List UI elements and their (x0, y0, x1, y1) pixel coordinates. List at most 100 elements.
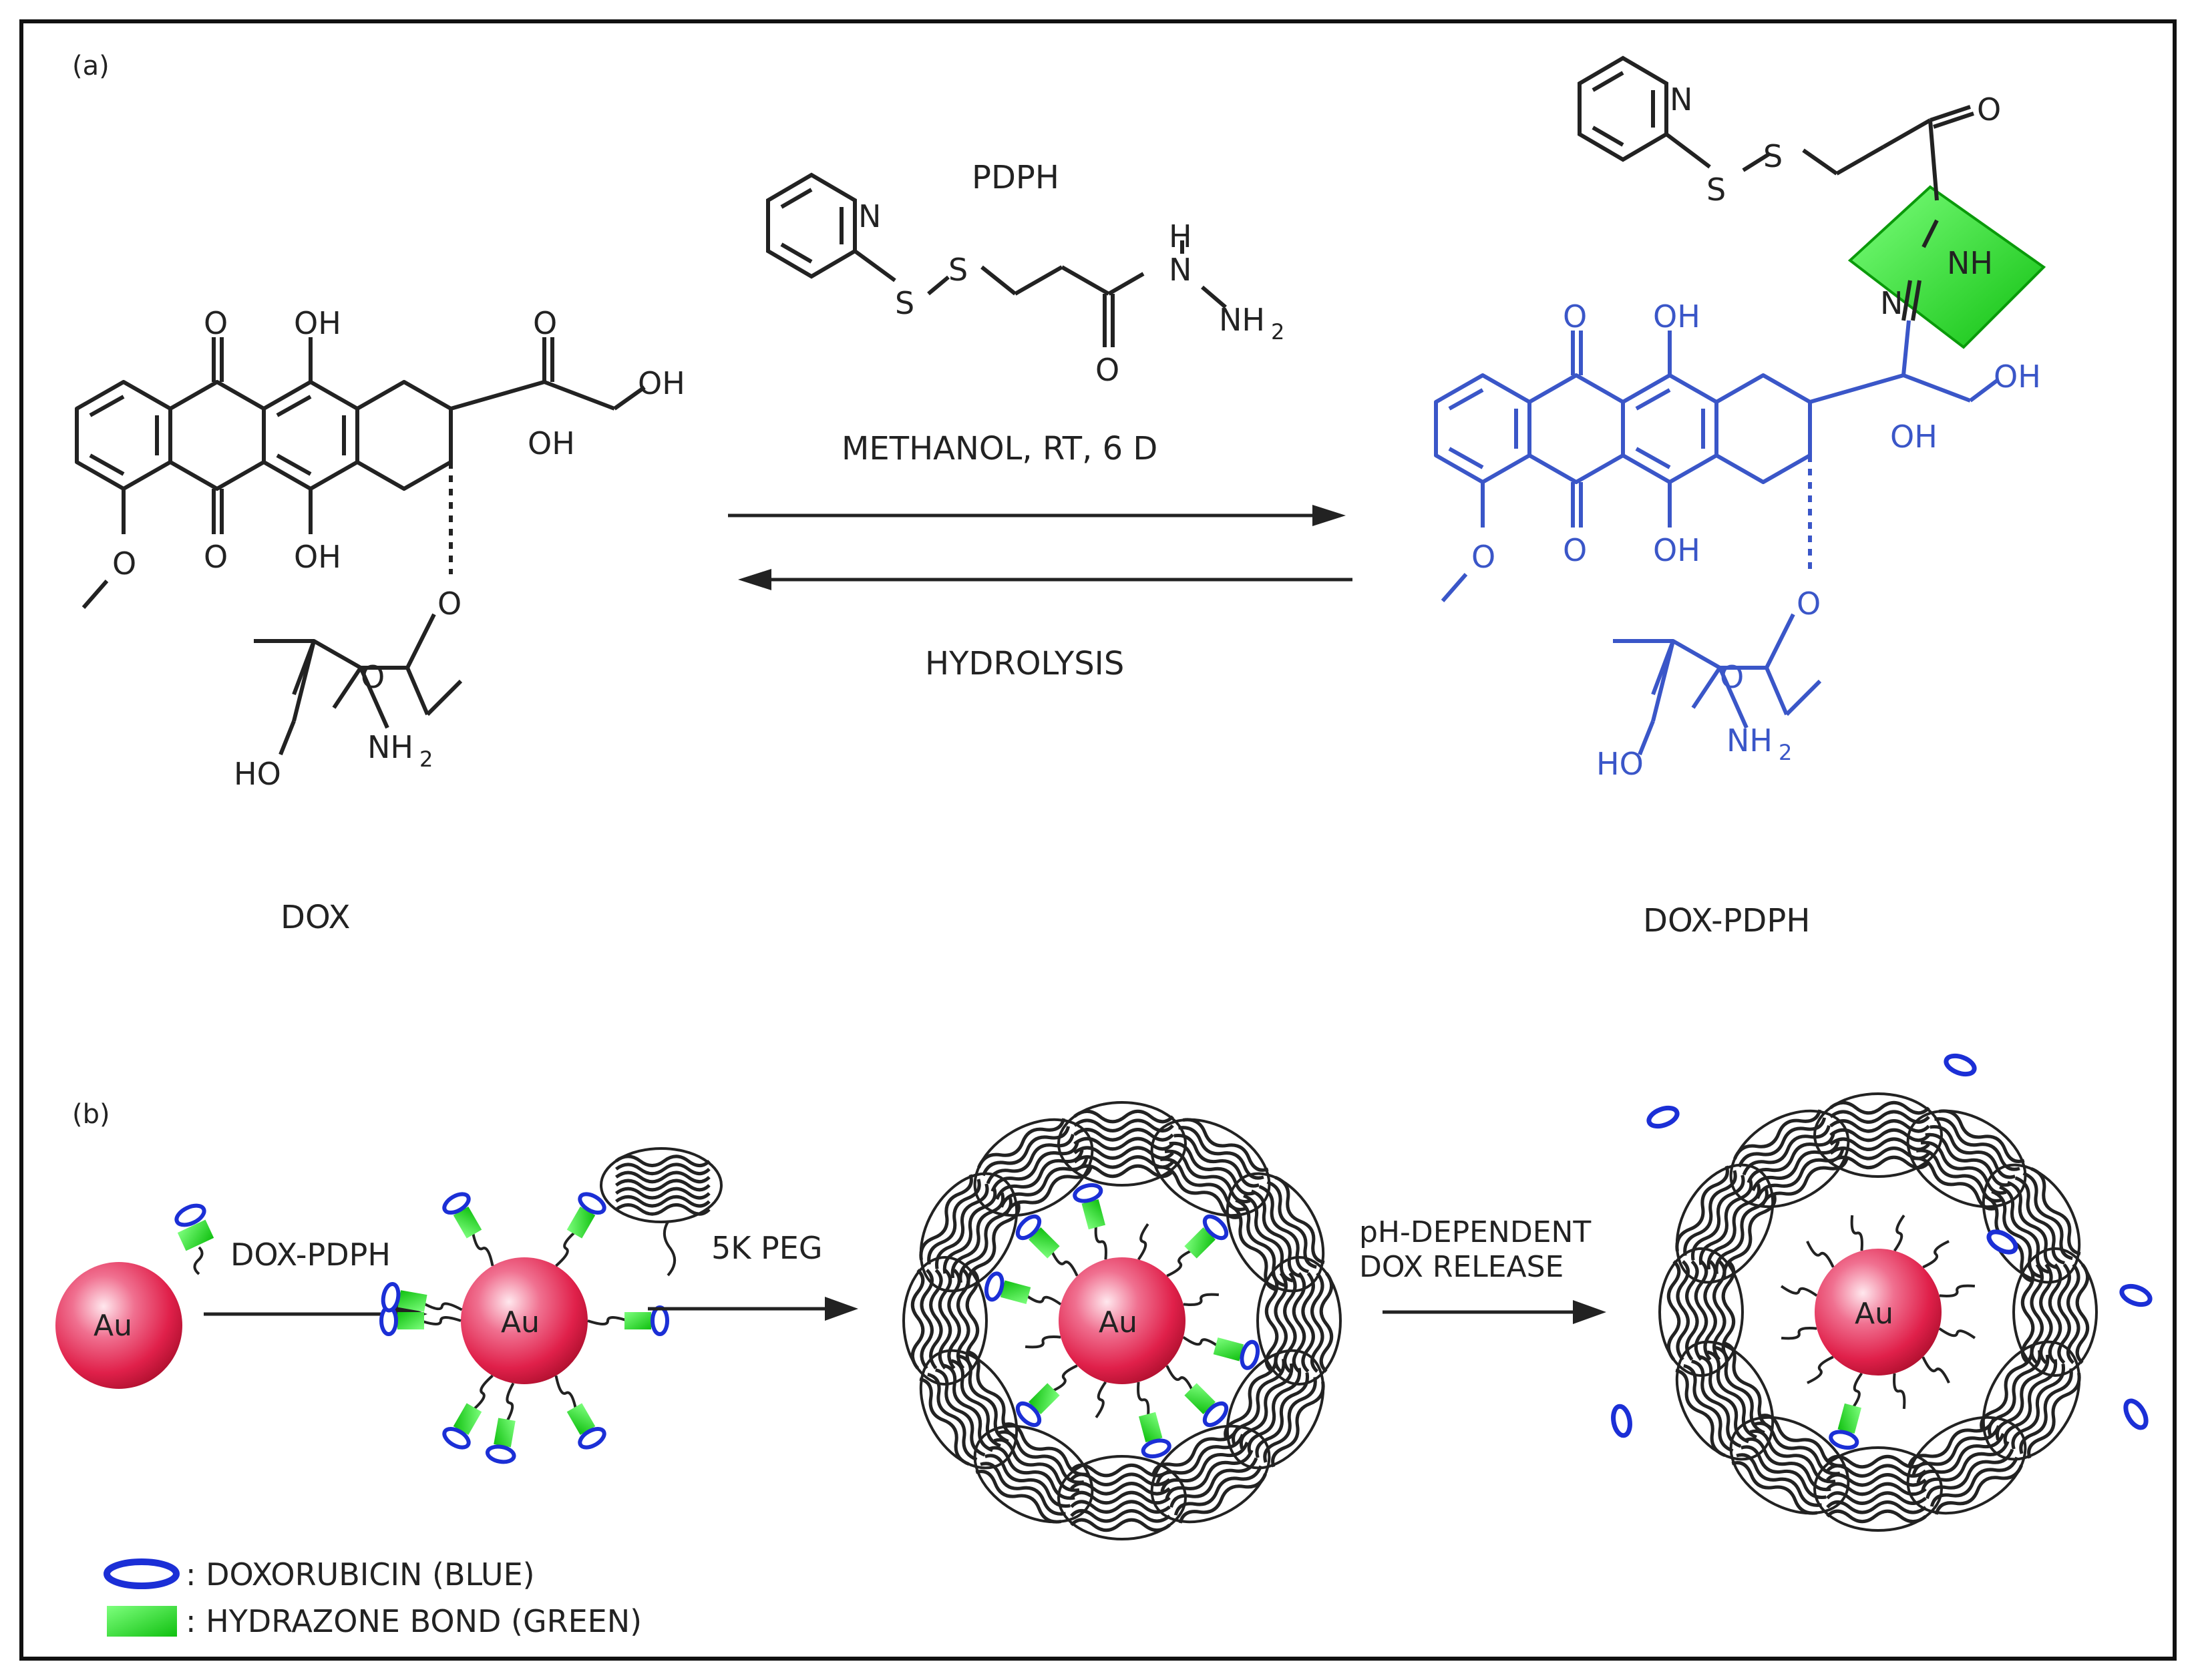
conditions-label: METHANOL, RT, 6 D (842, 430, 1157, 467)
ligand (1938, 1327, 1976, 1339)
svg-text:Au: Au (1099, 1305, 1137, 1339)
free-doxorubicin-marker (1646, 1105, 1680, 1129)
released-doxorubicin (1611, 1053, 2153, 1438)
dox-structure (75, 337, 646, 756)
ligand (1780, 1285, 1818, 1297)
peg-coil (973, 1118, 1094, 1217)
hydrazone-highlight: NH N (1847, 120, 2046, 349)
svg-text:N: N (1880, 285, 1903, 321)
ligand (1166, 1214, 1229, 1277)
svg-text:NH: NH (1726, 722, 1773, 759)
dox-name: DOX (281, 899, 351, 936)
gold-core-stage-3: Au (1059, 1257, 1185, 1384)
peg-coil (1226, 1172, 1325, 1293)
pdph-atom-labels: N S S O H N NH 2 (858, 198, 1284, 388)
svg-text:HO: HO (234, 756, 281, 792)
hydrazone-top-atoms: N S S O (1670, 81, 2001, 208)
released-nanoparticle (1658, 1092, 2098, 1532)
step-3-label-line-1: pH-DEPENDENT (1359, 1215, 1591, 1249)
ligand (1165, 1365, 1229, 1428)
peg-coil (1675, 1340, 1775, 1461)
peg-coil (1675, 1163, 1777, 1284)
ligand (442, 1192, 494, 1267)
peg-coil (1906, 1416, 2027, 1515)
svg-text:O: O (1563, 532, 1587, 568)
gold-dox-conjugate: Au (461, 1257, 588, 1384)
peg-coil (1982, 1163, 2081, 1284)
svg-text:Au: Au (1855, 1297, 1893, 1331)
free-doxorubicin-marker (1611, 1404, 1632, 1438)
svg-text:O: O (1797, 586, 1821, 622)
svg-text:OH: OH (1653, 298, 1700, 335)
svg-text:O: O (1095, 352, 1119, 388)
dox-pdph-linker (1578, 55, 1974, 176)
ligand (1137, 1223, 1149, 1261)
figure-frame (19, 19, 2177, 1661)
svg-text:NH: NH (367, 729, 413, 765)
dox-atom-labels: O O OH OH O O OH OH O O NH 2 HO (112, 305, 685, 792)
ligand (1073, 1183, 1107, 1260)
ligand (485, 1382, 516, 1464)
svg-text:Au: Au (94, 1309, 132, 1343)
ligand (1137, 1382, 1171, 1459)
legend-hydrazone-label: : HYDRAZONE BOND (GREEN) (186, 1603, 642, 1639)
svg-text:OH: OH (294, 539, 341, 575)
svg-text:N: N (858, 198, 881, 234)
svg-text:N: N (1670, 81, 1692, 118)
gold-core-stage-4: Au (1815, 1249, 1942, 1376)
dox-pdph-structure (1434, 320, 1998, 756)
ligand (1183, 1293, 1220, 1306)
arrow-step-2 (648, 1297, 858, 1321)
ligand (1025, 1335, 1061, 1349)
ligand (1922, 1356, 1950, 1384)
ligand (555, 1192, 606, 1267)
forward-arrow (728, 505, 1346, 526)
svg-text:O: O (361, 659, 385, 695)
arrow-step-3 (1383, 1300, 1606, 1324)
svg-text:O: O (204, 539, 228, 575)
ligand (1781, 1327, 1817, 1340)
svg-text:OH: OH (294, 305, 341, 341)
free-doxorubicin-marker (1986, 1229, 2018, 1255)
bare-gold-nanoparticle: Au (55, 1262, 182, 1389)
ligand (379, 1305, 462, 1336)
ligand (554, 1375, 606, 1450)
ligand (381, 1281, 463, 1313)
svg-text:S: S (895, 285, 914, 321)
svg-text:S: S (1763, 138, 1783, 174)
svg-text:NH: NH (1947, 245, 1993, 281)
svg-text:S: S (1706, 172, 1726, 208)
peg-coated-nanoparticle (902, 1101, 1342, 1540)
panel-a-label: (a) (72, 51, 110, 81)
reagent-label: PDPH (972, 159, 1059, 196)
legend-hydrazone-icon (107, 1606, 177, 1637)
svg-text:2: 2 (1271, 319, 1284, 345)
svg-text:O: O (204, 305, 228, 341)
svg-text:O: O (1563, 298, 1587, 335)
legend-doxorubicin-label: : DOXORUBICIN (BLUE) (186, 1556, 535, 1593)
peg-coil (1813, 1446, 1943, 1532)
peg-coil (1150, 1424, 1271, 1524)
peg-coil (902, 1256, 988, 1386)
ligand (1893, 1373, 1906, 1410)
step-2-label: 5K PEG (711, 1230, 823, 1266)
dox-pdph-atom-labels: O O OH OH O OH OH O O NH 2 HO (1471, 298, 2041, 782)
ligand (1939, 1284, 1976, 1297)
svg-text:O: O (533, 305, 557, 341)
reverse-arrow (738, 569, 1352, 590)
dox-pdph-name: DOX-PDPH (1643, 902, 1810, 939)
svg-text:Au: Au (501, 1305, 540, 1339)
ligand (1893, 1214, 1905, 1252)
free-doxorubicin-marker (2119, 1283, 2153, 1307)
peg-coil (919, 1172, 1021, 1293)
svg-text:OH: OH (528, 425, 575, 461)
svg-text:2: 2 (1779, 740, 1792, 765)
ligand (1807, 1355, 1834, 1384)
panel-b-label: (b) (72, 1099, 110, 1130)
step-3-label-line-2: DOX RELEASE (1359, 1250, 1564, 1284)
svg-text:OH: OH (1653, 532, 1700, 568)
ligand (1829, 1372, 1863, 1450)
peg-coil (1057, 1455, 1187, 1540)
hydrolysis-label: HYDROLYSIS (925, 645, 1124, 682)
